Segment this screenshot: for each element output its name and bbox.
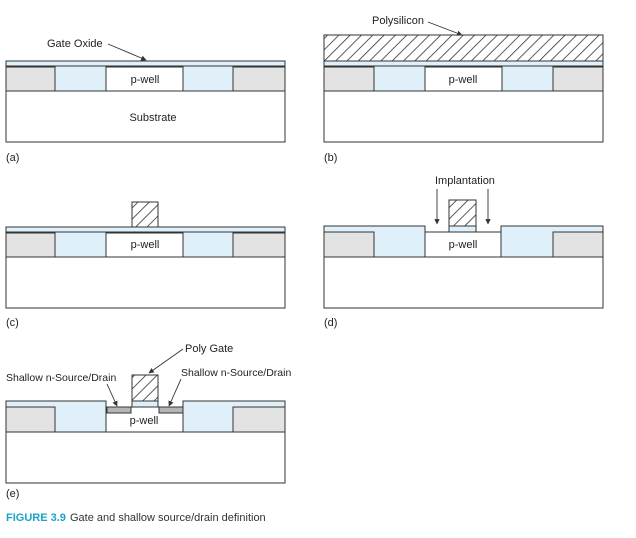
poly-gate-arrow	[148, 348, 184, 374]
gate-oxide-layer	[5, 226, 286, 233]
substrate-layer	[323, 90, 604, 143]
substrate-layer	[5, 90, 286, 143]
substrate-layer	[5, 431, 286, 484]
p-well-region	[105, 66, 184, 92]
isolation-right	[552, 66, 604, 92]
gate-oxide-arrow	[107, 43, 147, 61]
isolation-right	[232, 232, 286, 258]
gate-oxide-layer	[5, 60, 286, 67]
gate-oxide-under-gate	[448, 225, 477, 233]
sd-right-label: Shallow n-Source/Drain	[181, 367, 291, 379]
p-well-label: p-well	[449, 74, 478, 86]
poly-gate	[131, 374, 159, 402]
isolation-right	[232, 66, 286, 92]
substrate-layer	[5, 256, 286, 309]
polysilicon-layer	[323, 34, 604, 62]
poly-gate	[448, 199, 477, 227]
caption-number: FIGURE 3.9	[6, 512, 66, 524]
panel-tag-a: (a)	[6, 152, 19, 164]
isolation-right	[232, 406, 286, 433]
sd-left-label: Shallow n-Source/Drain	[6, 372, 116, 384]
isolation-left	[5, 66, 56, 92]
isolation-right	[552, 231, 604, 258]
isolation-left	[323, 66, 375, 92]
caption-text: Gate and shallow source/drain definition	[70, 512, 266, 524]
gate-oxide-layer	[323, 60, 604, 67]
isolation-left	[5, 406, 56, 433]
isolation-left	[5, 232, 56, 258]
p-well-label: p-well	[449, 239, 478, 251]
figure-caption: FIGURE 3.9 Gate and shallow source/drain…	[6, 512, 266, 524]
panel-b: p-well Polysilicon (b)	[323, 15, 604, 164]
poly-gate-label: Poly Gate	[185, 343, 233, 355]
source-drain-left	[106, 406, 132, 414]
panel-e: p-well Poly Gate Shallow n-Source/Drain …	[5, 343, 291, 500]
polysilicon-arrow	[427, 21, 463, 36]
panel-c: p-well (c)	[5, 201, 286, 329]
sd-left-arrow	[106, 383, 118, 407]
p-well-region	[105, 232, 184, 258]
p-well-label: p-well	[131, 239, 160, 251]
substrate-layer	[323, 256, 604, 309]
panel-a: p-well Substrate Gate Oxide (a)	[5, 38, 286, 164]
gate-oxide-label: Gate Oxide	[47, 38, 103, 50]
isolation-left	[323, 231, 375, 258]
poly-gate	[131, 201, 159, 228]
panel-tag-d: (d)	[324, 317, 337, 329]
p-well-region	[424, 66, 503, 92]
implantation-label: Implantation	[435, 175, 495, 187]
panel-tag-b: (b)	[324, 152, 337, 164]
sd-right-arrow	[168, 378, 182, 407]
polysilicon-label: Polysilicon	[372, 15, 424, 27]
p-well-label: p-well	[130, 415, 159, 427]
p-well-region	[424, 231, 502, 258]
panel-tag-e: (e)	[6, 488, 19, 500]
p-well-label: p-well	[131, 74, 160, 86]
gate-oxide-under-gate	[131, 400, 159, 408]
panel-d: p-well Implantation (d)	[323, 175, 604, 329]
panel-tag-c: (c)	[6, 317, 19, 329]
substrate-label: Substrate	[129, 112, 176, 124]
source-drain-right	[158, 406, 184, 414]
